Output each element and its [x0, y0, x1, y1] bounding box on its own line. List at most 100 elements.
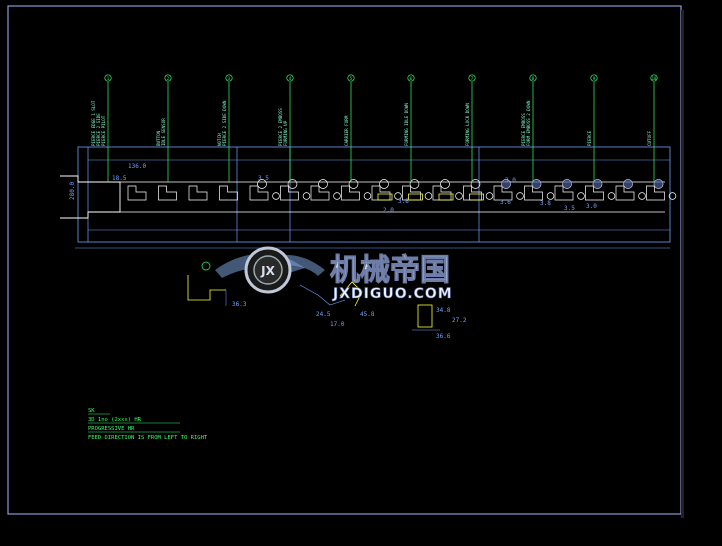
station-label-line: PIERCE PILOT — [101, 115, 106, 146]
strip-part-13 — [493, 179, 524, 201]
dim-pitch: 136.0 — [128, 163, 146, 170]
strip-part-16 — [585, 179, 616, 201]
station-balloon — [407, 74, 415, 82]
pierce-hole — [272, 192, 280, 200]
station-number: 3 — [228, 76, 231, 81]
dim-detail-2: 24.5 — [316, 311, 331, 318]
part-outline — [188, 185, 208, 201]
form-feature — [438, 193, 454, 201]
strip-part-18 — [646, 179, 677, 201]
detail-profile-3 — [339, 281, 363, 307]
station-number: 8 — [532, 76, 535, 81]
part-outline — [524, 185, 543, 201]
dim-e: 3.6 — [500, 199, 511, 206]
station-balloon — [347, 74, 355, 82]
strip-part-4 — [219, 185, 238, 201]
part-outline — [493, 185, 513, 201]
station-number: 9 — [593, 76, 596, 81]
station-number: 4 — [289, 76, 292, 81]
sheet-frame-shadow — [681, 10, 684, 518]
pierce-hole — [455, 192, 463, 200]
dim-f: 3.8 — [540, 200, 551, 207]
part-outline — [432, 185, 452, 201]
detail-profile-4 — [417, 304, 433, 328]
station-balloon — [104, 74, 112, 82]
strip-part-2 — [158, 185, 177, 201]
pilot-hole — [409, 179, 420, 189]
dimension-texts: 136.0 18.5 280.0 3.5 2.0 3.8 3.0 3.6 3.8… — [69, 163, 597, 340]
dim-strip-width: 280.0 — [69, 182, 76, 200]
station-label-line: FORMING UP — [283, 120, 288, 146]
note-line-1: SK — [88, 408, 95, 414]
part-outline — [646, 185, 665, 201]
dim-b: 2.0 — [383, 207, 394, 214]
dim-h: 3.0 — [586, 203, 597, 210]
station-balloon — [650, 74, 658, 82]
station-number: 7 — [471, 76, 474, 81]
part-outline — [585, 185, 604, 201]
dim-pilot: 18.5 — [112, 175, 127, 182]
pierce-hole — [546, 192, 555, 200]
station-balloon — [164, 74, 172, 82]
pierce-hole — [424, 192, 433, 200]
station-label-line: FORMING LOCK DOWN — [465, 103, 470, 146]
station-label-line: PIERCE 2 EMBOSS — [278, 108, 283, 146]
strip-part-8 — [341, 179, 372, 201]
form-feature — [408, 193, 423, 201]
station-label-line: BUTTON — [156, 130, 161, 146]
station-number: 5 — [350, 76, 353, 81]
part-outline — [341, 185, 360, 201]
station-balloon — [529, 74, 537, 82]
notes-block: SK 3D 1no (2xxx) HR PROGRESSIVE HR FEED … — [88, 408, 208, 441]
station-label-line: FORM EMBOSS 2 DOWN — [526, 100, 531, 146]
detail-profile-1 — [187, 275, 226, 301]
dim-detail-1: 36.3 — [232, 301, 247, 308]
emboss-feature — [593, 179, 602, 189]
dim-d: 3.0 — [505, 177, 516, 184]
strip-part-17 — [615, 179, 646, 201]
pierce-hole — [394, 192, 402, 200]
strip-part-9 — [371, 179, 402, 201]
part-outline — [371, 185, 391, 201]
form-feature — [469, 193, 484, 201]
dim-g: 3.5 — [564, 205, 575, 212]
station-label-line: PIERCE 2 SIDE DOWN — [222, 100, 227, 146]
dim-c: 3.8 — [398, 198, 409, 205]
watermark-emblem-text: JX — [260, 264, 275, 278]
dim-detail-7: 36.6 — [436, 333, 451, 340]
station-balloon — [590, 74, 598, 82]
station-label-line: CARRIER FORM — [344, 115, 349, 146]
strip-part-6 — [280, 179, 311, 201]
dim-detail-3: 17.0 — [330, 321, 345, 328]
strip-bounding-frame — [77, 146, 671, 243]
pilot-hole — [257, 179, 267, 189]
part-features — [127, 179, 677, 201]
pierce-hole — [516, 192, 524, 200]
station-label-line: FORMING IDLE DOWN — [404, 103, 409, 146]
part-outline — [219, 185, 238, 201]
station-label-line: IDLE SENSOR — [161, 118, 166, 146]
pierce-hole — [363, 192, 372, 200]
pierce-hole — [638, 192, 646, 200]
station-number: 2 — [167, 76, 170, 81]
detail-views — [187, 261, 440, 331]
emboss-feature — [562, 179, 572, 189]
pilot-hole — [470, 179, 481, 189]
part-outline — [158, 185, 177, 201]
strip-part-3 — [188, 185, 208, 201]
part-outline — [310, 185, 330, 201]
station-balloon — [225, 74, 233, 82]
part-outline — [127, 185, 147, 201]
pilot-hole — [440, 179, 450, 189]
detail-marker — [201, 261, 211, 271]
part-outline — [280, 185, 299, 201]
strip-part-10 — [402, 179, 433, 201]
